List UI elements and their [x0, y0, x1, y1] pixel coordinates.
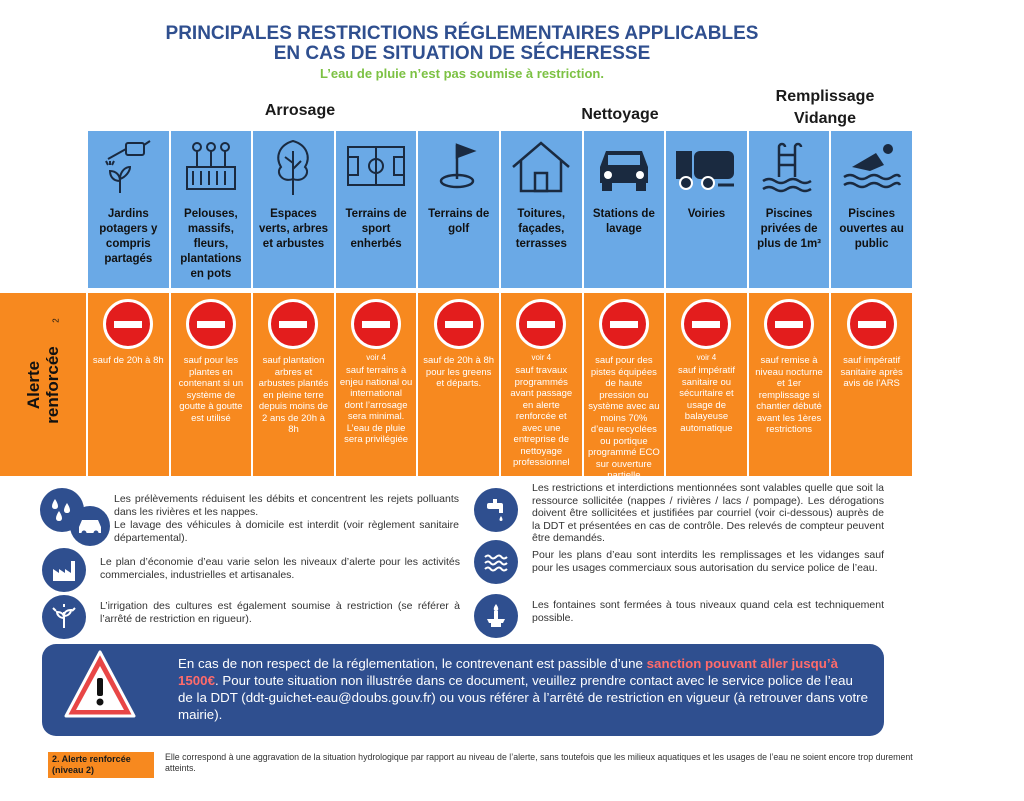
category-label: Toitures, façades, terrasses — [515, 208, 567, 250]
category-label: Voiries — [687, 208, 726, 220]
page-title-line1: PRINCIPALES RESTRICTIONS RÉGLEMENTAIRES … — [165, 23, 759, 44]
restriction-cell: voir 4 sauf impératif sanitaire ou sécur… — [666, 293, 747, 476]
info-text-lavage: Le lavage des véhicules à domicile est i… — [114, 519, 459, 544]
no-entry-icon — [433, 299, 484, 349]
sanction-amount: sanction pouvant aller jusqu’à 1500€ — [178, 656, 839, 688]
category-golf: Terrains de golf — [418, 131, 499, 288]
info-text-economie: Le plan d’économie d’eau varie selon les… — [100, 556, 460, 581]
category-label: Espaces verts, arbres et arbustes — [258, 208, 328, 250]
restriction-row: sauf de 20h à 8h sauf pour les plantes e… — [88, 293, 912, 481]
category-pelouses: Pelouses, massifs, fleurs, plantations e… — [170, 131, 252, 288]
house-icon — [512, 141, 571, 193]
info-text-irrigation: L’irrigation des cultures est également … — [100, 600, 460, 625]
restriction-cell: voir 4 sauf travaux programmés avant pas… — [500, 293, 582, 476]
category-stations-lavage: Stations de lavage — [583, 131, 665, 288]
group-heading-remplissage-line1: Remplissage — [775, 88, 875, 105]
restriction-text: sauf pour les plantes en contenant si un… — [178, 355, 244, 424]
category-label: Piscines privées de plus de 1m³ — [757, 208, 821, 250]
category-label: Terrains de golf — [428, 208, 490, 235]
restriction-text: sauf travaux programmés avant passage en… — [510, 365, 573, 468]
restriction-text: sauf impératif sanitaire après avis de l… — [840, 355, 903, 389]
fountain-icon — [474, 594, 518, 638]
category-piscines-privees: Piscines privées de plus de 1m³ — [748, 131, 830, 288]
footnote-tag: 2. Alerte renforcée (niveau 2) — [48, 752, 154, 778]
restriction-cell: sauf remise à niveau nocturne et 1er rem… — [748, 293, 830, 476]
trees-icon — [277, 139, 310, 195]
flower-bed-icon — [185, 142, 236, 190]
group-heading-arrosage: Arrosage — [264, 102, 336, 119]
info-text-plans-eau: Pour les plans d’eau sont interdits les … — [532, 549, 884, 574]
category-toitures: Toitures, façades, terrasses — [500, 131, 582, 288]
no-entry-icon — [268, 299, 319, 349]
restriction-text: sauf terrains à enjeu national ou intern… — [339, 365, 413, 445]
category-label: Pelouses, massifs, fleurs, plantations e… — [180, 208, 242, 280]
no-entry-icon — [598, 299, 649, 349]
group-heading-remplissage-line2: Vidange — [794, 110, 856, 127]
sanction-text-after: . Pour toute situation non illustrée dan… — [178, 673, 869, 722]
info-text-fontaines: Les fontaines sont fermées à tous niveau… — [532, 599, 884, 624]
footnote-text: Elle correspond à une aggravation de la … — [165, 752, 913, 773]
no-entry-icon — [103, 299, 154, 349]
water-waves-icon — [474, 540, 518, 584]
sports-field-icon — [347, 146, 406, 186]
category-label: Stations de lavage — [592, 208, 655, 235]
category-label: Jardins potagers y compris partagés — [99, 208, 158, 265]
restriction-text: sauf impératif sanitaire ou sécuritaire … — [677, 365, 735, 434]
category-piscines-publiques: Piscines ouvertes au public — [831, 131, 912, 288]
car-icon — [599, 151, 648, 191]
street-sweeper-icon — [676, 151, 735, 190]
category-voiries: Voiries — [666, 131, 747, 288]
info-text-prelevements: Les prélèvements réduisent les débits et… — [114, 493, 459, 518]
note-label: voir 4 — [531, 353, 552, 362]
restriction-cell: sauf de 20h à 8h pour les greens et dépa… — [418, 293, 499, 476]
warning-triangle-icon — [64, 650, 136, 718]
alert-level-label: Alerte renforcée — [0, 293, 86, 476]
pool-ladder-icon — [762, 142, 812, 193]
note-label: voir 4 — [696, 353, 717, 362]
no-entry-icon — [351, 299, 402, 349]
restriction-cell: voir 4 sauf terrains à enjeu national ou… — [335, 293, 417, 476]
usage-category-row: Jardins potagers y compris partagés Pelo… — [88, 131, 912, 288]
info-text-ressource: Les restrictions et interdictions mentio… — [532, 482, 884, 544]
factory-icon — [42, 548, 86, 592]
category-terrains-sport: Terrains de sport enherbés — [335, 131, 417, 288]
page-subtitle: L’eau de pluie n’est pas soumise à restr… — [320, 66, 604, 81]
alert-level-text: Alerte renforcée — [24, 346, 62, 423]
golf-flag-icon — [439, 143, 477, 189]
restriction-text: sauf de 20h à 8h — [92, 355, 164, 366]
car-wash-icon — [70, 506, 110, 546]
no-entry-icon — [516, 299, 567, 349]
category-espaces-verts: Espaces verts, arbres et arbustes — [253, 131, 334, 288]
group-heading-nettoyage: Nettoyage — [581, 106, 659, 123]
alert-line1: Alerte — [24, 360, 43, 410]
page-title-line2: EN CAS DE SITUATION DE SÉCHERESSE — [273, 43, 651, 64]
restriction-text: sauf pour des pistes équipées de haute p… — [587, 355, 660, 481]
sanction-text-before: En cas de non respect de la réglementati… — [178, 656, 647, 671]
no-entry-icon — [185, 299, 236, 349]
restriction-cell: sauf impératif sanitaire après avis de l… — [831, 293, 912, 476]
restriction-cell: sauf de 20h à 8h — [88, 293, 169, 476]
restriction-cell: sauf pour les plantes en contenant si un… — [170, 293, 252, 476]
restriction-text: sauf de 20h à 8h pour les greens et dépa… — [423, 355, 495, 389]
sanction-banner — [42, 644, 884, 736]
category-label: Piscines ouvertes au public — [839, 208, 904, 250]
no-entry-icon — [681, 299, 732, 349]
note-label: voir 4 — [366, 353, 386, 362]
category-jardins-potagers: Jardins potagers y compris partagés — [88, 131, 169, 288]
crop-irrigation-icon — [42, 595, 86, 639]
swimmer-icon — [842, 144, 901, 189]
group-heading-remplissage: Remplissage Vidange — [760, 86, 890, 130]
alert-superscript: 2 — [51, 318, 61, 323]
no-entry-icon — [846, 299, 897, 349]
restriction-text: sauf plantation arbres et arbustes plant… — [258, 355, 329, 435]
no-entry-icon — [764, 299, 815, 349]
alert-line2: renforcée — [43, 346, 62, 424]
sanction-text: En cas de non respect de la réglementati… — [178, 655, 868, 723]
restriction-cell: sauf pour des pistes équipées de haute p… — [583, 293, 665, 481]
faucet-icon — [474, 488, 518, 532]
category-label: Terrains de sport enherbés — [345, 208, 407, 250]
restriction-text: sauf remise à niveau nocturne et 1er rem… — [755, 355, 823, 435]
watering-plant-icon — [105, 140, 151, 193]
restriction-cell: sauf plantation arbres et arbustes plant… — [253, 293, 334, 476]
